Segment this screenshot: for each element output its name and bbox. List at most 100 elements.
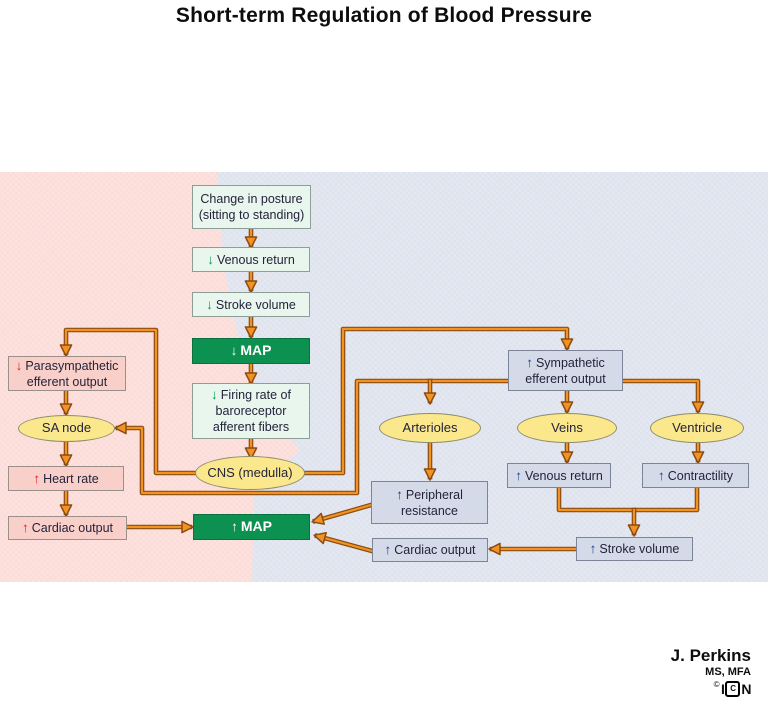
node-label: ↑Cardiac output (21, 520, 114, 535)
node-label: ↑MAP (231, 518, 272, 535)
node-firing-rate-decrease: ↓Firing rate of baroreceptor afferent fi… (192, 383, 310, 439)
connector-merge-to-stroke-volume (627, 507, 641, 537)
up-arrow-icon: ↑ (231, 519, 238, 535)
down-arrow-icon: ↓ (230, 343, 238, 359)
node-label: ↑Cardiac output (384, 542, 476, 557)
node-veins: Veins (517, 413, 617, 443)
up-arrow-icon: ↑ (33, 470, 41, 486)
connector-sa-node-to-heart-rate (59, 439, 73, 467)
connector-sympathetic-to-arterioles (423, 378, 437, 405)
arrowhead-stroke-volume-to-map (244, 326, 258, 339)
artist-name: J. Perkins (670, 646, 751, 665)
connector-sympathetic-to-veins (560, 389, 574, 414)
node-label: Change in posture (sitting to standing) (198, 192, 305, 222)
connector-cns-to-parasympathetic (59, 327, 200, 476)
node-label: ↑Heart rate (33, 470, 99, 486)
arrowhead-posture-to-venous-return (244, 236, 258, 249)
node-sympathetic-output: ↑Sympathetic efferent output (508, 350, 623, 391)
connector-map-to-firing-rate (244, 361, 258, 385)
arrowhead-sympathetic-to-ventricle (691, 401, 705, 414)
node-sa-node: SA node (18, 415, 115, 442)
node-parasympathetic-output: ↓Parasympathetic efferent output (8, 356, 126, 391)
node-label: CNS (medulla) (207, 464, 293, 480)
arrowhead-sa-node-to-heart-rate (59, 454, 73, 467)
up-arrow-icon: ↑ (396, 486, 403, 502)
connector-cardiac-output-to-map-diagonal (313, 531, 375, 554)
arrowhead-sympathetic-to-sa-node (114, 421, 127, 435)
up-arrow-icon: ↑ (384, 542, 392, 557)
connector-heart-rate-to-cardiac-output (59, 488, 73, 517)
arrowhead-sympathetic-to-veins (560, 401, 574, 414)
connector-cns-to-sympathetic (300, 326, 574, 476)
connector-sympathetic-to-sa-node (114, 378, 511, 496)
node-label: ↓Firing rate of baroreceptor afferent fi… (211, 387, 291, 434)
connector-merge-bracket (556, 486, 700, 513)
node-label: Veins (551, 419, 583, 435)
down-arrow-icon: ↓ (207, 251, 214, 267)
node-label: ↓MAP (230, 342, 272, 359)
arrowhead-venous-return-to-stroke-volume (244, 280, 258, 293)
up-arrow-icon: ↑ (515, 467, 522, 483)
node-label: ↑Venous return (515, 467, 603, 483)
arrowhead-resistance-to-map-diagonal (311, 512, 325, 525)
connector-sympathetic-to-ventricle (621, 378, 705, 414)
arrowhead-arterioles-to-resistance (423, 468, 437, 481)
arrowhead-cns-to-parasympathetic (59, 344, 73, 357)
connector-parasympathetic-to-sa-node (59, 388, 73, 416)
node-stroke-volume-decrease: ↓Stroke volume (192, 292, 310, 317)
arrowhead-ventricle-to-contractility (691, 451, 705, 464)
node-contractility-increase: ↑Contractility (642, 463, 749, 488)
node-label: ↓Parasympathetic efferent output (15, 357, 119, 389)
node-ventricle: Ventricle (650, 413, 744, 443)
up-arrow-icon: ↑ (526, 354, 533, 370)
arrowhead-firing-rate-to-cns (244, 447, 258, 460)
node-arterioles: Arterioles (379, 413, 481, 443)
arrowhead-stroke-volume-to-cardiac-output (488, 542, 501, 556)
node-change-in-posture: Change in posture (sitting to standing) (192, 185, 311, 229)
connector-venous-return-to-stroke-volume (244, 269, 258, 293)
connector-firing-rate-to-cns (244, 436, 258, 460)
connector-stroke-volume-to-map (244, 314, 258, 339)
node-label: ↓Venous return (207, 251, 295, 267)
connector-ventricle-to-contractility (691, 441, 705, 464)
up-arrow-icon: ↑ (21, 520, 29, 535)
logo-boxed-letter: C (725, 680, 741, 697)
arrowhead-map-to-firing-rate (244, 372, 258, 385)
node-label: ↑Stroke volume (589, 541, 680, 556)
down-arrow-icon: ↓ (211, 387, 218, 402)
arrowhead-cns-to-sympathetic (560, 338, 574, 351)
connector-arterioles-to-resistance (423, 441, 437, 481)
arrowhead-heart-rate-to-cardiac-output (59, 504, 73, 517)
connector-resistance-to-map-diagonal (311, 502, 374, 525)
node-cardiac-output-left: ↑Cardiac output (8, 516, 127, 540)
node-map-decrease: ↓MAP (192, 338, 310, 364)
node-heart-rate-increase: ↑Heart rate (8, 466, 124, 491)
node-venous-return-decrease: ↓Venous return (192, 247, 310, 272)
artist-degrees: MS, MFA (705, 665, 751, 678)
node-label: Arterioles (402, 419, 458, 435)
connector-cardiac-output-to-map-increase (124, 520, 194, 534)
logo-letter-n: N (741, 680, 751, 697)
connector-stroke-volume-to-cardiac-output (488, 542, 578, 556)
node-venous-return-increase: ↑Venous return (507, 463, 611, 488)
arrowhead-sympathetic-to-arterioles (423, 392, 437, 405)
node-label: ↓Stroke volume (206, 296, 296, 312)
node-label: ↑Peripheral resistance (396, 486, 463, 518)
down-arrow-icon: ↓ (15, 357, 23, 373)
arrowhead-cardiac-output-to-map-increase (181, 520, 194, 534)
arrowhead-parasympathetic-to-sa-node (59, 403, 73, 416)
up-arrow-icon: ↑ (589, 541, 597, 556)
copyright-symbol: © (713, 680, 720, 690)
up-arrow-icon: ↑ (657, 467, 665, 483)
arrowhead-veins-to-venous-return (560, 451, 574, 464)
figure-title: Short-term Regulation of Blood Pressure (175, 4, 593, 27)
connector-veins-to-venous-return (560, 441, 574, 464)
arrowhead-cardiac-output-to-map-diagonal (313, 531, 327, 545)
down-arrow-icon: ↓ (206, 296, 213, 312)
node-peripheral-resistance: ↑Peripheral resistance (371, 481, 488, 524)
node-map-increase: ↑MAP (193, 514, 310, 540)
